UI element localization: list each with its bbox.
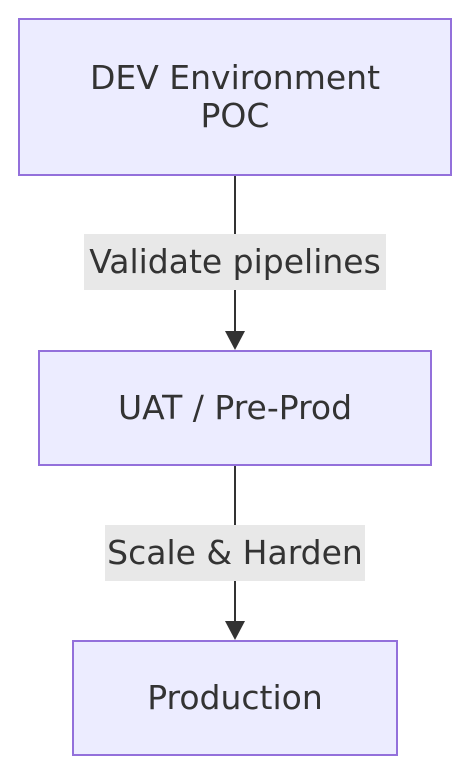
node-prod-label: Production [147, 678, 323, 717]
arrowhead-icon [225, 621, 245, 640]
node-uat-label: UAT / Pre-Prod [117, 388, 353, 427]
arrowhead-icon [225, 331, 245, 350]
edge-label-scale-harden: Scale & Harden [105, 525, 365, 581]
node-dev-line1: DEV Environment [89, 58, 381, 97]
node-uat-pre-prod[interactable]: UAT / Pre-Prod [38, 350, 432, 466]
edge-label-validate-pipelines: Validate pipelines [84, 234, 386, 290]
node-dev-environment[interactable]: DEV Environment POC [18, 18, 452, 176]
node-dev-line2: POC [200, 96, 270, 135]
node-production[interactable]: Production [72, 640, 398, 756]
